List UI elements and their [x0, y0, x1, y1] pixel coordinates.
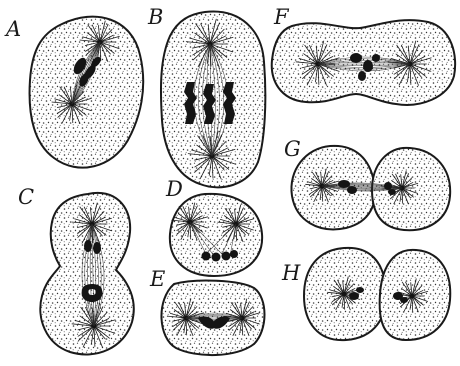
- panel-label-h: H: [281, 261, 301, 285]
- panel-label-g: G: [284, 137, 301, 161]
- panel-label-b: B: [147, 5, 163, 29]
- panel-b: B: [147, 5, 265, 187]
- cell-a: [30, 17, 144, 168]
- panel-label-e: E: [149, 267, 165, 291]
- panel-label-d: D: [165, 177, 183, 201]
- panel-e: E: [149, 267, 265, 355]
- panel-h: H: [281, 248, 450, 340]
- panel-label-a: A: [4, 17, 21, 41]
- panel-d: D: [165, 177, 262, 276]
- panel-g: G: [284, 137, 450, 230]
- panel-c: C: [18, 185, 134, 354]
- panel-a: A: [4, 17, 143, 168]
- panel-label-c: C: [18, 185, 34, 209]
- panel-f: F: [272, 5, 455, 105]
- chromosomes-b: [184, 82, 236, 124]
- panel-label-f: F: [273, 5, 290, 29]
